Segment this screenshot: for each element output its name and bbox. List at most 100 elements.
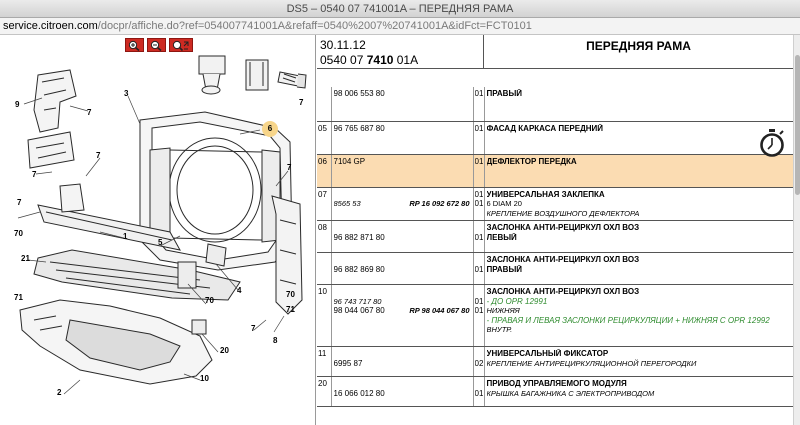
table-row-selected[interactable]: 06 7104 GP 01 ДЕФЛЕКТОР ПЕРЕДКА (317, 154, 793, 188)
part-description: ПРИВОД УПРАВЛЯЕМОГО МОДУЛЯ КРЫШКА БАГАЖН… (484, 376, 793, 407)
qty-text: 01 (474, 306, 483, 315)
parts-exploded-diagram[interactable] (0, 52, 316, 425)
zoom-in-button[interactable] (125, 38, 144, 52)
desc-title: ПРИВОД УПРАВЛЯЕМОГО МОДУЛЯ (486, 379, 627, 388)
callout-label[interactable]: 7 (96, 151, 101, 160)
callout-label[interactable]: 70 (205, 296, 214, 305)
row-number: 05 (317, 121, 332, 155)
callout-label[interactable]: 1 (123, 232, 128, 241)
qty-spacer (475, 255, 483, 265)
qty-text: 01 (474, 232, 483, 242)
part-ref-text[interactable]: 7104 GP (333, 156, 366, 166)
page-title: ПЕРЕДНЯЯ РАМА (586, 39, 691, 53)
row-number: 07 (317, 187, 332, 221)
part-reference[interactable]: 8565 53 RP 16 092 672 80 (331, 187, 474, 221)
desc-sub: ПРАВЫЙ (486, 264, 523, 274)
upper-crossbar (37, 183, 181, 251)
address-bar[interactable]: service.citroen.com/docpr/affiche.do?ref… (0, 18, 800, 35)
table-row[interactable]: 05 96 765 687 80 01 ФАСАД КАРКАСА ПЕРЕДН… (317, 121, 793, 155)
part-reference[interactable]: 96 765 687 80 (331, 121, 474, 155)
part-ref-spacer (334, 223, 471, 233)
part-reference[interactable]: 16 066 012 80 (331, 376, 474, 407)
ref-suffix: 01A (393, 53, 419, 67)
part-reference[interactable]: 7104 GP (331, 154, 474, 188)
url-domain: service.citroen.com (3, 20, 98, 32)
callout-badge[interactable]: 6 (262, 121, 278, 137)
part-reference[interactable]: 96 882 871 80 (331, 220, 474, 253)
part-quantity: 01 01 (473, 284, 485, 347)
callout-label[interactable]: 70 (286, 290, 295, 299)
part-reference[interactable]: 6995 87 (331, 346, 474, 377)
part-description: ЗАСЛОНКА АНТИ-РЕЦИРКУЛ ОХЛ ВОЗ ПРАВЫЙ (484, 252, 793, 285)
callout-label[interactable]: 21 (21, 254, 30, 263)
part-reference[interactable]: 98 006 553 80 (331, 87, 474, 122)
front-frame (139, 111, 293, 271)
callout-label[interactable]: 9 (15, 100, 20, 109)
desc-title: ЗАСЛОНКА АНТИ-РЕЦИРКУЛ ОХЛ ВОЗ (486, 223, 640, 232)
part-reference[interactable]: 96 882 869 80 (331, 252, 474, 285)
replacement-ref[interactable]: RP 98 044 067 80 (409, 306, 470, 315)
table-row[interactable]: 20 16 066 012 80 01 ПРИВОД УПРАВЛЯЕМОГО … (317, 376, 793, 407)
callout-label[interactable]: 8 (273, 336, 278, 345)
qty-text: 01 (474, 123, 483, 133)
part-reference[interactable]: 96 743 717 80 98 044 067 80 RP 98 044 067… (331, 284, 474, 347)
zoom-out-button[interactable] (147, 38, 166, 52)
callout-label[interactable]: 71 (286, 305, 295, 314)
part-ref-text[interactable]: 98 044 067 80 (333, 306, 385, 315)
callout-label[interactable]: 7 (32, 170, 37, 179)
zoom-toolbar (125, 38, 193, 52)
callout-label[interactable]: 70 (14, 229, 23, 238)
qty-text: 01 (474, 156, 483, 166)
url-text[interactable]: service.citroen.com/docpr/affiche.do?ref… (3, 20, 793, 32)
part-ref-text[interactable]: 16 066 012 80 (333, 388, 385, 398)
replacement-ref[interactable]: RP 16 092 672 80 (409, 199, 470, 208)
callout-label[interactable]: 7 (87, 108, 92, 117)
part-description: ДЕФЛЕКТОР ПЕРЕДКА (484, 154, 793, 188)
part-ref-text[interactable]: 6995 87 (333, 358, 363, 368)
callout-label[interactable]: 71 (14, 293, 23, 302)
callout-label[interactable]: 2 (57, 388, 62, 397)
table-row[interactable]: 11 6995 87 02 УНИВЕРСАЛЬНЫЙ ФИКСАТОР КРЕ… (317, 346, 793, 377)
callout-label[interactable]: 7 (17, 198, 22, 207)
qty-text: 01 (474, 189, 483, 199)
part-ref-line: 8565 53 RP 16 092 672 80 (334, 199, 471, 209)
table-row[interactable]: 96 882 869 80 01 ЗАСЛОНКА АНТИ-РЕЦИРКУЛ … (317, 252, 793, 285)
desc-note: ВНУТР. (486, 325, 513, 334)
callout-label[interactable]: 7 (299, 98, 304, 107)
part-ref-text[interactable]: 96 882 871 80 (333, 232, 385, 242)
part-description: УНИВЕРСАЛЬНЫЙ ФИКСАТОР КРЕПЛЕНИЕ АНТИРЕЦ… (484, 346, 793, 377)
callout-label[interactable]: 3 (124, 89, 129, 98)
qty-spacer (475, 379, 483, 389)
part-ref-text[interactable]: 96 765 687 80 (333, 123, 385, 133)
fastener-parts (198, 55, 307, 95)
qty-text: 01 (474, 199, 483, 208)
callout-label[interactable]: 10 (200, 374, 209, 383)
part-quantity: 01 (473, 220, 485, 253)
part-ref-text[interactable]: 98 006 553 80 (333, 89, 385, 98)
desc-note: КРЕПЛЕНИЕ ВОЗДУШНОГО ДЕФЛЕКТОРА (486, 208, 640, 218)
callout-label[interactable]: 7 (251, 324, 256, 333)
callout-label[interactable]: 20 (220, 346, 229, 355)
desc-title: УНИВЕРСАЛЬНЫЙ ФИКСАТОР (486, 349, 609, 358)
scrollbar-thumb[interactable] (795, 55, 800, 195)
callout-label[interactable]: 4 (237, 286, 242, 295)
desc-sub: 6 DIAM 20 (486, 199, 522, 208)
vertical-scrollbar[interactable] (793, 35, 800, 425)
table-row[interactable]: 98 006 553 80 01 ПРАВЫЙ (317, 87, 793, 122)
qty-text: 01 (474, 296, 483, 306)
table-row[interactable]: 08 96 882 871 80 01 ЗАСЛОНКА АНТИ-РЕЦИРК… (317, 220, 793, 253)
stopwatch-icon[interactable] (758, 128, 786, 158)
row-number: 06 (317, 154, 332, 188)
leader-lines (17, 95, 289, 395)
row-number (317, 87, 332, 122)
part-ref-text[interactable]: 96 882 869 80 (333, 264, 385, 274)
url-path: /docpr/affiche.do?ref=054007741001A&refa… (97, 20, 532, 32)
part-ref-text[interactable]: 96 743 717 80 (333, 296, 382, 306)
part-ref-text[interactable]: 8565 53 (333, 199, 361, 208)
desc-sub: ЛЕВЫЙ (486, 232, 517, 242)
callout-label[interactable]: 5 (158, 238, 163, 247)
callout-label[interactable]: 7 (287, 163, 292, 172)
zoom-fit-button[interactable] (169, 38, 193, 52)
